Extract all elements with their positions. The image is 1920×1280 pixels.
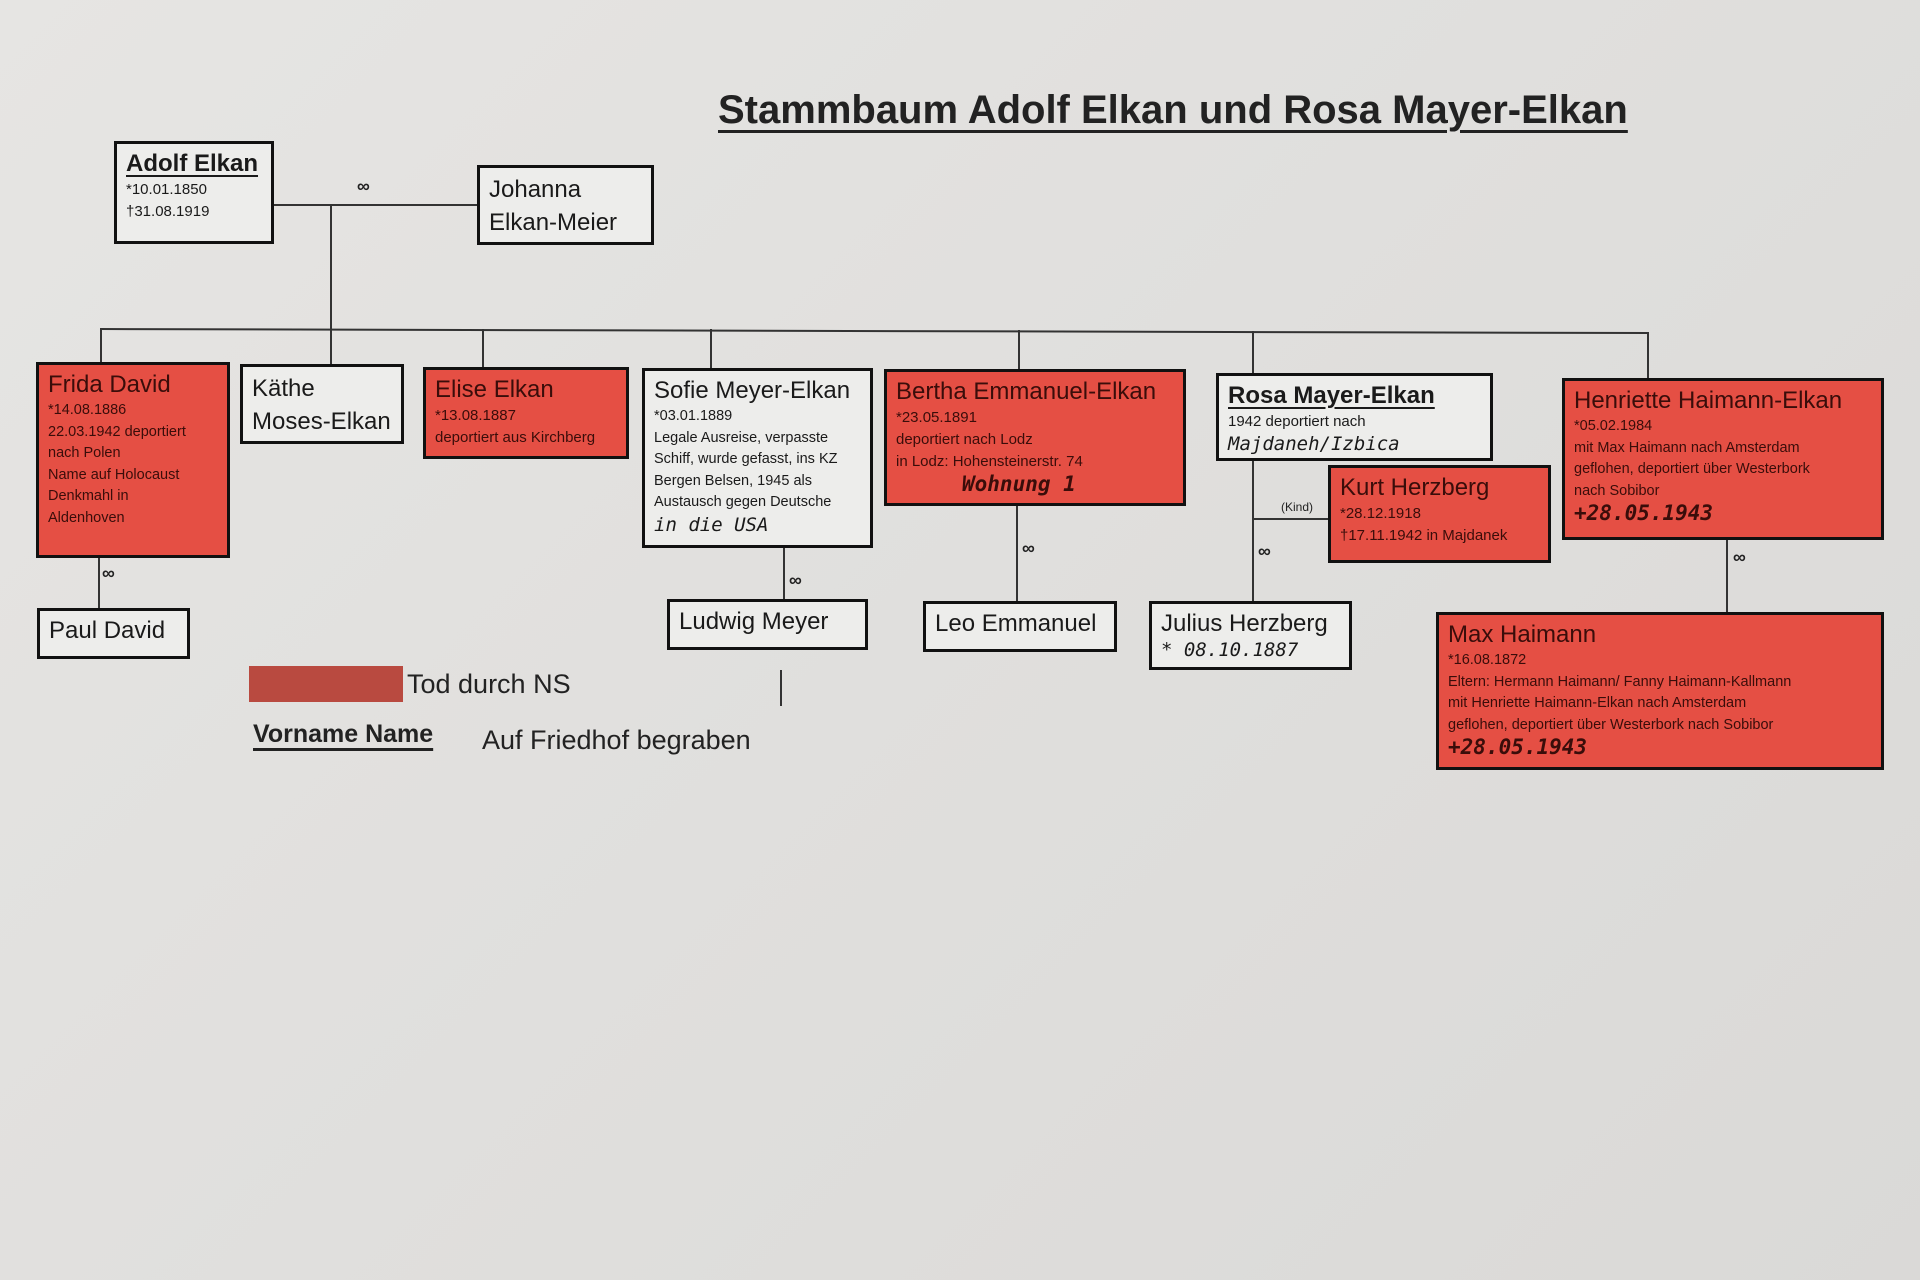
person-name: Elise Elkan	[435, 376, 554, 403]
person-name: Kurt Herzberg	[1340, 474, 1490, 501]
person-name: Paul David	[49, 617, 166, 644]
marriage-line-frida-paul	[98, 555, 100, 608]
person-box-frida-david: Frida David *14.08.1886 22.03.1942 depor…	[36, 362, 230, 558]
drop-line-rosa	[1252, 331, 1254, 374]
marriage-symbol-bertha-leo: ∞	[1022, 538, 1035, 558]
legend-label-ns-death: Tod durch NS	[407, 669, 571, 699]
relation-note-kind: (Kind)	[1281, 500, 1314, 514]
person-box-bertha-emmanuel-elkan: Bertha Emmanuel-Elkan *23.05.1891 deport…	[884, 369, 1186, 506]
person-box-leo-emmanuel: Leo Emmanuel	[923, 601, 1117, 652]
person-name: Ludwig Meyer	[679, 608, 829, 635]
legend-underline-sample: Vorname Name	[253, 720, 434, 748]
person-info: *14.08.1886 22.03.1942 deportiert nach P…	[48, 402, 186, 526]
handwritten-note: +28.05.1943	[1574, 501, 1714, 525]
page-title: Stammbaum Adolf Elkan und Rosa Mayer-Elk…	[718, 88, 1628, 132]
person-box-elise-elkan: Elise Elkan *13.08.1887 deportiert aus K…	[423, 367, 629, 459]
person-name: Sofie Meyer-Elkan	[654, 377, 851, 404]
handwritten-note: +28.05.1943	[1448, 735, 1588, 759]
person-info: *05.02.1984 mit Max Haimann nach Amsterd…	[1574, 418, 1810, 499]
drop-line-frida	[100, 329, 102, 363]
person-info: *16.08.1872 Eltern: Hermann Haimann/ Fan…	[1448, 652, 1792, 733]
person-box-henriette-haimann-elkan: Henriette Haimann-Elkan *05.02.1984 mit …	[1562, 378, 1884, 540]
person-name: Rosa Mayer-Elkan	[1228, 382, 1435, 409]
person-box-kaethe-moses-elkan: Käthe Moses-Elkan	[240, 364, 404, 444]
marriage-symbol-rosa-julius: ∞	[1258, 541, 1271, 561]
marriage-symbol-sofie-ludwig: ∞	[789, 570, 802, 590]
drop-line-bertha	[1018, 330, 1020, 370]
marriage-line-sofie-ludwig	[783, 545, 785, 600]
person-info: *03.01.1889 Legale Ausreise, verpasste S…	[654, 408, 838, 510]
person-name: Adolf Elkan	[126, 150, 259, 177]
person-info: 1942 deportiert nach	[1228, 413, 1366, 430]
drop-line-sofie	[710, 329, 712, 369]
marriage-symbol-henriette-max: ∞	[1733, 547, 1746, 567]
person-name: Bertha Emmanuel-Elkan	[896, 378, 1157, 405]
drop-line-elise	[482, 329, 484, 368]
person-name: Frida David	[48, 371, 171, 398]
descent-line-main	[330, 205, 332, 330]
marriage-line-adolf-johanna	[272, 204, 478, 206]
person-box-kurt-herzberg: Kurt Herzberg *28.12.1918 †17.11.1942 in…	[1328, 465, 1551, 563]
person-box-max-haimann: Max Haimann *16.08.1872 Eltern: Hermann …	[1436, 612, 1884, 770]
person-box-adolf-elkan: Adolf Elkan *10.01.1850 †31.08.1919	[114, 141, 274, 244]
child-line-rosa-kurt	[1252, 518, 1332, 520]
children-bus-line	[99, 328, 1648, 335]
person-info: *13.08.1887 deportiert aus Kirchberg	[435, 407, 596, 446]
person-box-sofie-meyer-elkan: Sofie Meyer-Elkan *03.01.1889 Legale Aus…	[642, 368, 873, 548]
person-name: Johanna Elkan-Meier	[489, 176, 618, 236]
person-info: *10.01.1850 †31.08.1919	[126, 181, 210, 220]
person-name: Julius Herzberg	[1161, 610, 1328, 637]
person-name: Max Haimann	[1448, 621, 1597, 648]
marriage-line-bertha-leo	[1016, 504, 1018, 602]
handwritten-note: in die USA	[654, 513, 769, 536]
drop-line-kaethe	[330, 329, 332, 365]
handwritten-note: * 08.10.1887	[1161, 639, 1299, 661]
handwritten-note: Majdaneh/Izbica	[1228, 433, 1400, 455]
marriage-symbol-adolf-johanna: ∞	[357, 176, 370, 196]
drop-line-henriette	[1647, 332, 1649, 380]
person-info: *23.05.1891 deportiert nach Lodz in Lodz…	[896, 409, 1083, 470]
person-box-ludwig-meyer: Ludwig Meyer	[667, 599, 868, 650]
person-box-johanna-elkan-meier: Johanna Elkan-Meier	[477, 165, 654, 245]
person-box-julius-herzberg: Julius Herzberg * 08.10.1887	[1149, 601, 1352, 670]
legend-mark	[780, 670, 782, 706]
marriage-line-rosa-julius	[1252, 460, 1254, 602]
person-name: Henriette Haimann-Elkan	[1574, 387, 1843, 414]
marriage-symbol-frida-paul: ∞	[102, 563, 115, 583]
person-box-rosa-mayer-elkan: Rosa Mayer-Elkan 1942 deportiert nach Ma…	[1216, 373, 1493, 461]
person-box-paul-david: Paul David	[37, 608, 190, 659]
person-name: Käthe Moses-Elkan	[252, 375, 391, 435]
legend-swatch-red	[249, 666, 403, 702]
marriage-line-henriette-max	[1726, 538, 1728, 612]
person-name: Leo Emmanuel	[935, 610, 1097, 637]
person-info: *28.12.1918 †17.11.1942 in Majdanek	[1340, 505, 1508, 544]
handwritten-note: Wohnung 1	[962, 472, 1076, 496]
legend-label-cemetery: Auf Friedhof begraben	[482, 725, 751, 755]
